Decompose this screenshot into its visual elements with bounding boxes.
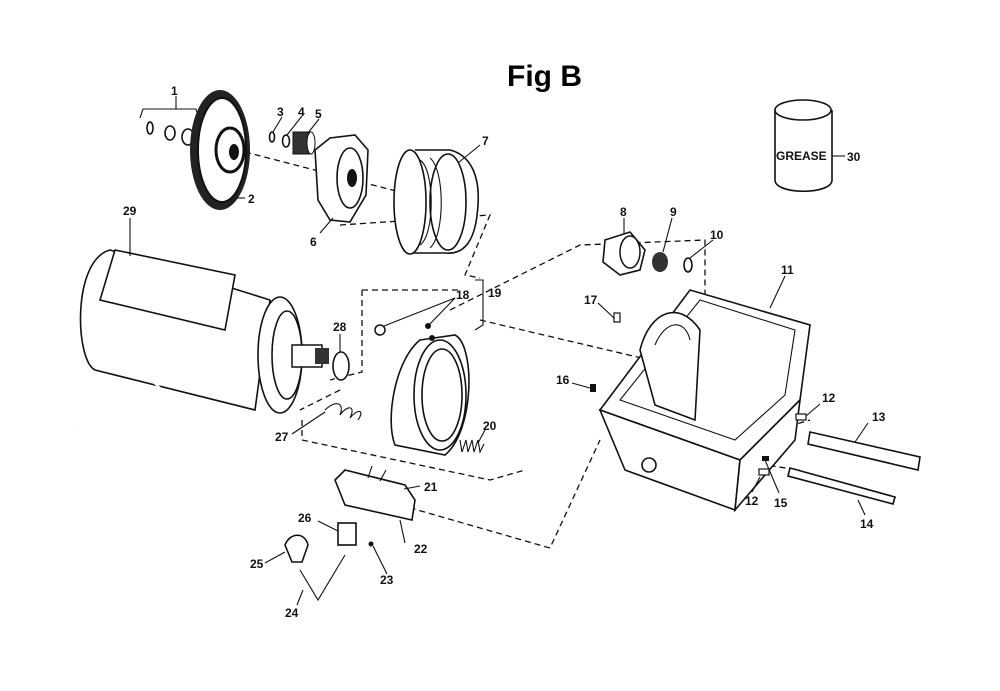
callout-23: 23 bbox=[380, 573, 394, 587]
callout-12-top: 12 bbox=[822, 391, 836, 405]
callout-1: 1 bbox=[171, 84, 178, 98]
callout-19: 19 bbox=[488, 286, 502, 300]
callout-11: 11 bbox=[781, 263, 794, 277]
figure-title: Fig B bbox=[507, 60, 582, 93]
callout-30: 30 bbox=[847, 150, 861, 164]
callout-9: 9 bbox=[670, 205, 677, 219]
callout-12-bottom: 12 bbox=[745, 494, 759, 508]
callout-2: 2 bbox=[248, 192, 255, 206]
part-2-large-gear bbox=[190, 90, 250, 210]
callout-25: 25 bbox=[250, 557, 264, 571]
callout-22: 22 bbox=[414, 542, 428, 556]
callout-10: 10 bbox=[710, 228, 724, 242]
callout-27: 27 bbox=[275, 430, 289, 444]
callout-18: 18 bbox=[456, 288, 470, 302]
callout-4: 4 bbox=[298, 105, 305, 119]
callout-26: 26 bbox=[298, 511, 312, 525]
part-30-grease-can: GREASE bbox=[774, 99, 833, 193]
part-20-spring bbox=[459, 439, 485, 454]
part-26-block bbox=[337, 522, 357, 546]
callout-20: 20 bbox=[483, 419, 497, 433]
callout-5: 5 bbox=[315, 107, 322, 121]
grease-label: GREASE bbox=[776, 149, 827, 163]
part-29-motor bbox=[77, 249, 329, 427]
part-6-hub bbox=[314, 134, 369, 223]
fasteners bbox=[368, 312, 807, 547]
callout-15: 15 bbox=[774, 496, 788, 510]
part-27-spring bbox=[324, 403, 362, 421]
callout-16: 16 bbox=[556, 373, 570, 387]
part-19-cover-plate bbox=[374, 279, 484, 456]
callout-7: 7 bbox=[482, 134, 489, 148]
callout-29: 29 bbox=[123, 204, 137, 218]
part-13-14-rods bbox=[787, 431, 921, 505]
callout-17: 17 bbox=[584, 293, 598, 307]
part-11-housing bbox=[598, 289, 811, 513]
part-7-drum bbox=[393, 149, 480, 255]
callout-14: 14 bbox=[860, 517, 874, 531]
leader-lines bbox=[129, 96, 869, 606]
part-1-washers bbox=[139, 108, 200, 146]
callout-28: 28 bbox=[333, 320, 347, 334]
callout-13: 13 bbox=[872, 410, 886, 424]
part-22-bracket bbox=[334, 465, 416, 521]
part-8-9-10-sprocket bbox=[602, 231, 693, 276]
callout-21: 21 bbox=[424, 480, 438, 494]
part-28-ring bbox=[332, 351, 350, 381]
callout-8: 8 bbox=[620, 205, 627, 219]
callout-6: 6 bbox=[310, 235, 317, 249]
callout-numbers: 1 2 3 4 5 6 7 8 9 10 11 12 12 13 14 15 1… bbox=[123, 84, 886, 620]
part-25-knob bbox=[284, 534, 309, 563]
part-3-4-5-small-parts bbox=[268, 131, 316, 155]
callout-24: 24 bbox=[285, 606, 299, 620]
part-24-lever bbox=[299, 554, 346, 602]
callout-3: 3 bbox=[277, 105, 284, 119]
